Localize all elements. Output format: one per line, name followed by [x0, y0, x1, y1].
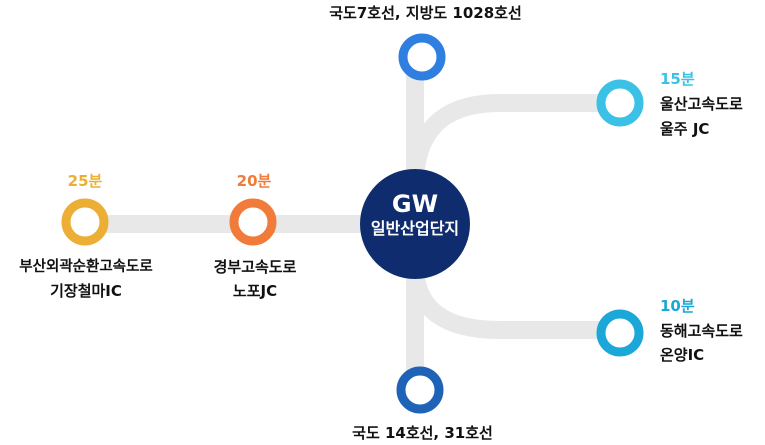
center-hub — [360, 169, 470, 279]
road-ulsan — [406, 94, 610, 186]
ulsan-time: 15분 — [660, 70, 695, 88]
busan-road-name: 부산외곽순환고속도로 — [19, 259, 153, 275]
gyeongbu-time: 20분 — [236, 172, 272, 190]
gyeongbu-road-name: 경부고속도로 — [213, 258, 297, 276]
busan-time: 25분 — [67, 172, 103, 190]
busan-interchange: 기장철마IC — [50, 282, 122, 300]
node-donghae-ring — [596, 309, 644, 357]
donghae-road-name: 동해고속도로 — [660, 322, 743, 340]
top-route-label: 국도7호선, 지방도 1028호선 — [329, 4, 522, 22]
center-subtitle: 일반산업단지 — [370, 219, 460, 238]
ulsan-junction: 울주 JC — [660, 120, 710, 138]
donghae-interchange: 온양IC — [660, 346, 705, 364]
node-busan-ring — [61, 198, 109, 246]
center-title: GW — [391, 190, 439, 218]
node-bottom-ring — [396, 366, 444, 414]
node-ulsan-ring — [596, 79, 644, 127]
node-gyeongbu-ring — [229, 198, 277, 246]
donghae-time: 10분 — [660, 297, 695, 315]
gyeongbu-junction: 노포JC — [232, 282, 278, 300]
node-top-ring — [398, 33, 446, 81]
center-label: GW 일반산업단지 — [360, 190, 470, 240]
ulsan-road-name: 울산고속도로 — [660, 95, 743, 113]
road-donghae — [406, 264, 610, 339]
bottom-route-label: 국도 14호선, 31호선 — [352, 424, 493, 442]
